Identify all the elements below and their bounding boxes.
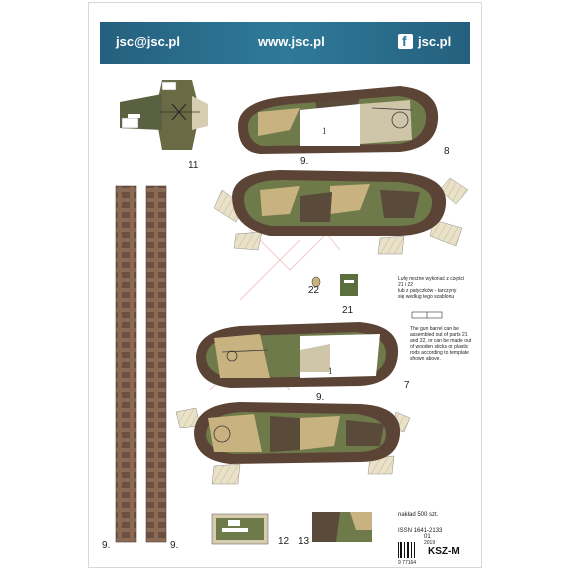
social-text: jsc.pl	[418, 34, 452, 49]
label-part-9-track-left: 9.	[102, 540, 111, 551]
part-11-turret	[120, 80, 208, 150]
barcode	[398, 542, 415, 558]
part-22-barrel-tip	[311, 276, 321, 288]
part-12	[211, 513, 269, 545]
header-banner: jsc@jsc.pl www.jsc.pl jsc.pl	[100, 22, 470, 64]
issue-number: 01	[424, 534, 431, 540]
barcode-digits: 9 77164	[398, 560, 417, 566]
label-part-11: 11	[188, 160, 199, 171]
note-english: The gun barrel can be assembled out of p…	[410, 326, 472, 362]
issue-year: 2019	[424, 540, 436, 546]
part-21-barrel	[340, 274, 358, 296]
label-part-7: 7	[404, 380, 410, 391]
print-run: nakład 500 szt.	[398, 512, 439, 518]
label-part-9-lower: 9.	[316, 392, 325, 403]
website-text: www.jsc.pl	[258, 34, 325, 49]
track-strips	[115, 185, 167, 543]
label-part-12: 12	[278, 536, 290, 547]
publisher-logo: KSZ-M	[428, 546, 460, 557]
label-part-8: 8	[444, 146, 450, 157]
barrel-template	[411, 311, 443, 319]
label-part-13: 13	[298, 536, 310, 547]
hull-mark-lower: 1	[328, 366, 333, 376]
issn: ISSN 1641-2133	[398, 528, 443, 534]
part-9-lower-hull-upper	[213, 170, 469, 255]
part-9-lower-hull-lower	[175, 402, 411, 485]
label-part-22: 22	[308, 285, 320, 296]
part-13	[312, 512, 372, 542]
label-part-21: 21	[342, 305, 354, 316]
label-part-9-upper: 9.	[300, 156, 309, 167]
facebook-icon	[398, 33, 413, 49]
hull-mark-upper: 1	[322, 126, 327, 136]
note-polish: Lufę możne wykonać z części 21 i 22 lub …	[398, 276, 465, 300]
part-7-hull: 1	[196, 322, 399, 388]
email-text: jsc@jsc.pl	[116, 34, 180, 49]
label-part-9-track-right: 9.	[170, 540, 179, 551]
part-8-hull: 1	[238, 86, 439, 154]
